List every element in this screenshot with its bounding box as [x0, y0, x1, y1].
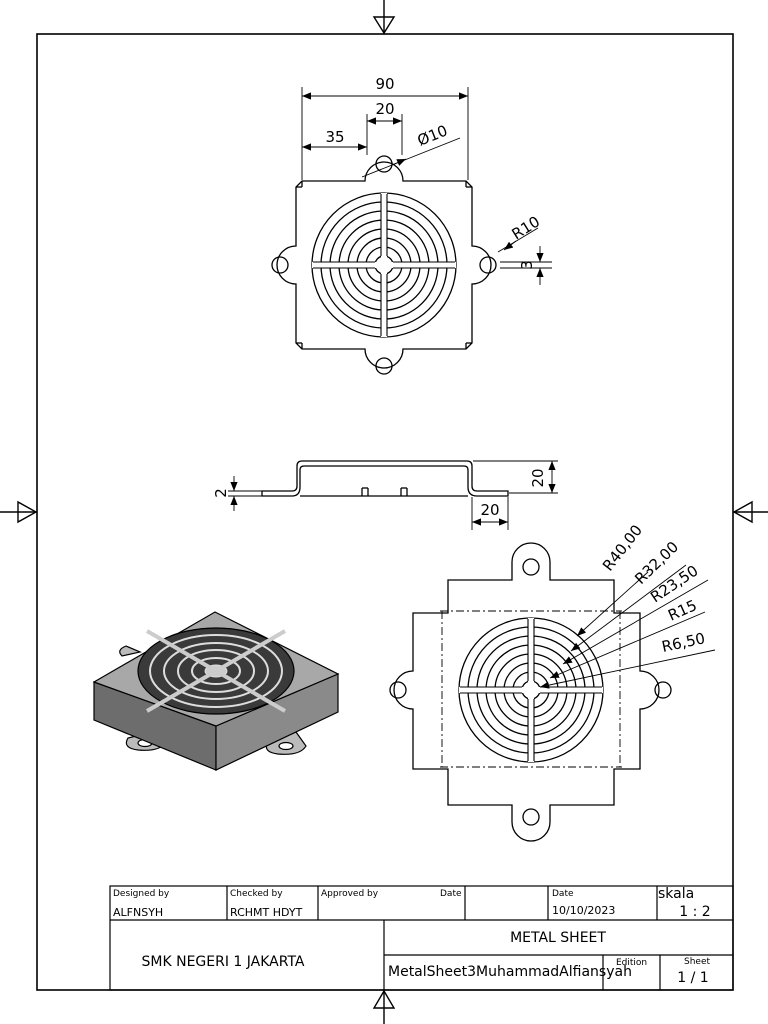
- front-view-profile: [261, 460, 509, 497]
- detail-hole-top: [522, 558, 540, 576]
- iso-tab-back: [119, 645, 142, 657]
- approved-by-label: Approved by: [321, 889, 379, 899]
- detail-outline: [393, 542, 660, 842]
- dim-overall-width: 90: [375, 75, 394, 93]
- dim-tab-offset: 35: [325, 128, 344, 146]
- mounting-hole-top: [375, 155, 393, 173]
- bend-lines: [440, 610, 622, 768]
- top-view: [271, 155, 497, 375]
- centering-mark-left: [0, 500, 38, 524]
- drawing-title: METAL SHEET: [510, 930, 606, 946]
- detail-hole-left: [389, 681, 407, 699]
- dim-slot-width: 3: [518, 260, 536, 270]
- detail-view: [389, 542, 672, 842]
- front-view: [261, 460, 509, 497]
- date-value: 10/10/2023: [552, 904, 615, 917]
- dim-tab-radius: R10: [509, 212, 544, 243]
- isometric-view: [92, 611, 340, 771]
- sheet-border: [36, 33, 734, 991]
- centering-mark-right: [732, 500, 768, 524]
- mounting-hole-left: [271, 256, 289, 274]
- detail-hole-right: [654, 681, 672, 699]
- mounting-hole-bottom: [375, 357, 393, 375]
- dim-height: 20: [529, 468, 547, 487]
- school-name: SMK NEGERI 1 JAKARTA: [142, 954, 305, 970]
- title-block: [109, 885, 734, 991]
- designed-by-value: ALFNSYH: [113, 906, 163, 919]
- grille-spokes: [312, 193, 456, 337]
- dim-thickness: 2: [212, 488, 230, 498]
- checked-by-value: RCHMT HDYT: [230, 906, 303, 919]
- file-name: MetalSheet3MuhammadAlfiansyah: [388, 964, 632, 980]
- front-view-dimensions: [228, 460, 558, 530]
- approval-date-label: Date: [440, 889, 462, 899]
- detail-view-leaders: [539, 564, 716, 689]
- grille-spoke-edges: [313, 194, 455, 336]
- centering-mark-top: [372, 0, 396, 35]
- scale-label: skala: [658, 886, 694, 902]
- sheet-value: 1 / 1: [677, 970, 708, 986]
- scale-value: 1 : 2: [679, 904, 710, 920]
- date-label: Date: [552, 889, 574, 899]
- centering-mark-bottom: [372, 989, 396, 1024]
- designed-by-label: Designed by: [113, 889, 170, 899]
- dim-radius-6-5: R6,50: [660, 629, 707, 656]
- mounting-hole-right: [479, 256, 497, 274]
- dim-flange: 20: [480, 501, 499, 519]
- top-view-dimensions: [301, 87, 552, 285]
- dim-tab-width: 20: [375, 100, 394, 118]
- dim-hole-diameter: Ø10: [415, 121, 450, 149]
- sheet-label: Sheet: [684, 957, 710, 967]
- dim-radius-15: R15: [665, 596, 699, 624]
- checked-by-label: Checked by: [230, 889, 283, 899]
- detail-hole-bottom: [522, 808, 540, 826]
- edition-label: Edition: [616, 958, 647, 968]
